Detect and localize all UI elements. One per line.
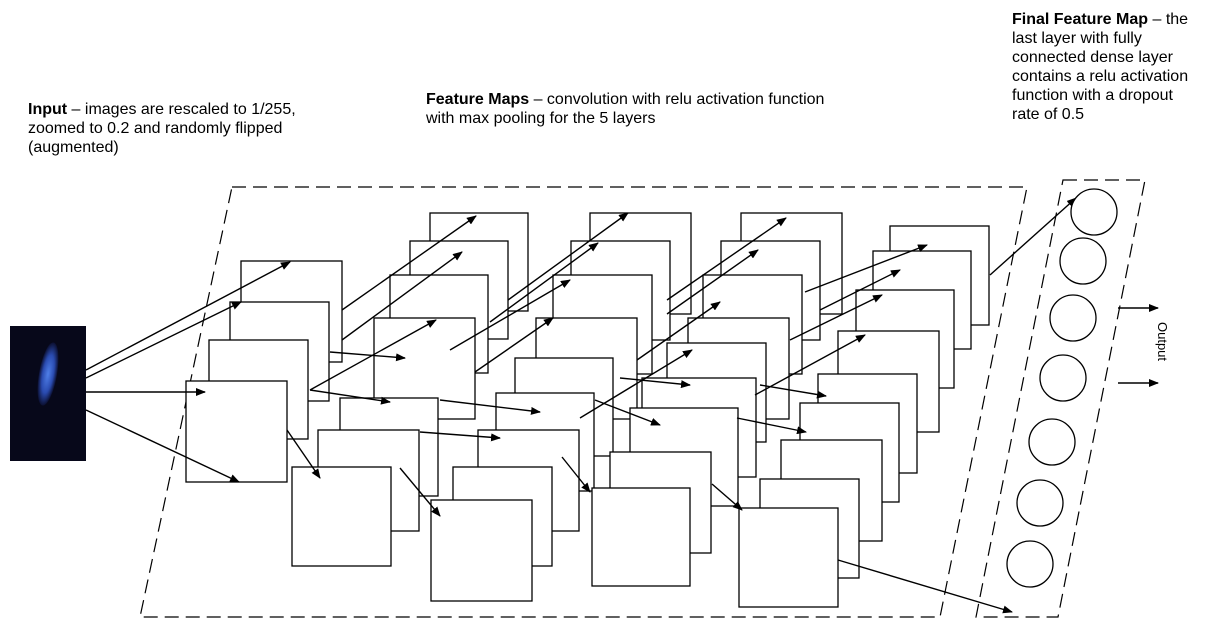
dense-node: [1040, 355, 1086, 401]
dense-node: [1029, 419, 1075, 465]
dense-node: [1060, 238, 1106, 284]
feature-map: [186, 381, 287, 482]
input-image: [10, 326, 86, 461]
feature-maps: [186, 213, 989, 607]
feature-map: [739, 508, 838, 607]
dense-layer-nodes: [1007, 189, 1117, 587]
dense-node: [1050, 295, 1096, 341]
dense-node: [1071, 189, 1117, 235]
dense-node: [1007, 541, 1053, 587]
output-label: Output: [1155, 322, 1170, 361]
feature-map: [592, 488, 690, 586]
feature-map: [292, 467, 391, 566]
dense-node: [1017, 480, 1063, 526]
feature-map: [431, 500, 532, 601]
